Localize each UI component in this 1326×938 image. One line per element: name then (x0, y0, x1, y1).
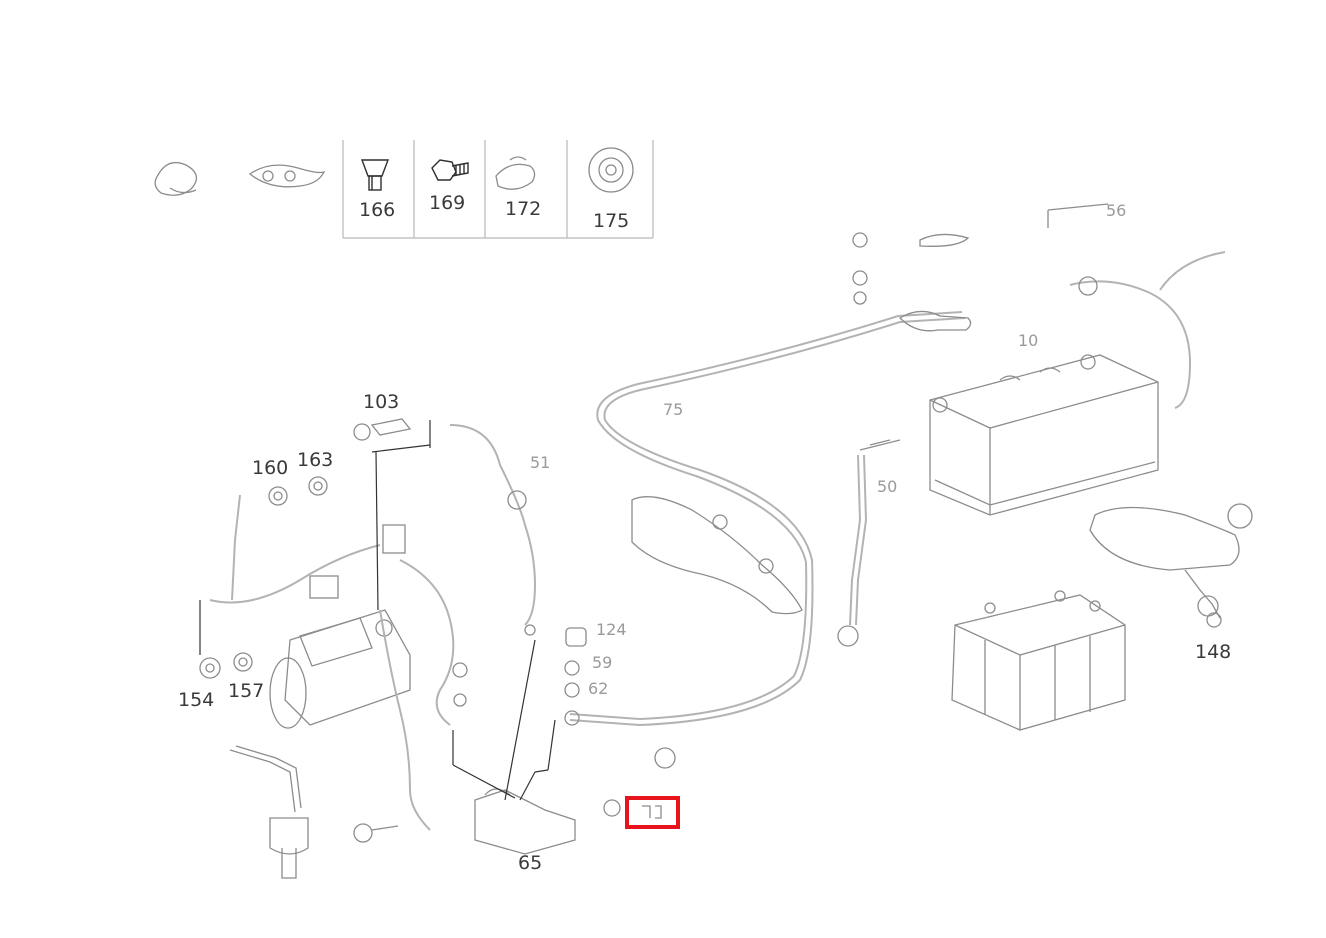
starter-relay-right: 148 (1089, 503, 1253, 663)
label-103: 103 (363, 391, 399, 413)
battery-assembly: 10 (929, 331, 1159, 516)
nuts-154-157: 154 157 (178, 600, 264, 711)
label-124: 124 (596, 620, 627, 639)
strip-label-172: 172 (505, 198, 541, 220)
label-62: 62 (588, 679, 608, 698)
strip-label-175: 175 (593, 210, 629, 232)
ground-cable-right: 56 (1047, 201, 1226, 409)
label-160: 160 (252, 457, 288, 479)
terminal-block-65: 65 (452, 639, 576, 874)
label-56: 56 (1106, 201, 1126, 220)
highlighted-part-callout[interactable] (625, 796, 680, 829)
bolt-part-169 (431, 159, 469, 181)
wire-harness-clip-part (248, 164, 326, 188)
label-10: 10 (1018, 331, 1038, 350)
rivet-part-166 (360, 159, 390, 191)
strip-label-169: 169 (429, 192, 465, 214)
harness-left (209, 424, 537, 831)
label-59: 59 (592, 653, 612, 672)
top-parts-strip: 166 169 172 175 (154, 140, 654, 239)
main-battery-cable: 75 (569, 310, 972, 727)
label-65: 65 (518, 852, 542, 874)
grommet-part-175 (588, 147, 634, 193)
clip-part-172 (495, 156, 536, 190)
label-51: 51 (530, 453, 550, 472)
label-50: 50 (877, 477, 897, 496)
starter-motor (269, 609, 411, 729)
label-148: 148 (1195, 641, 1231, 663)
strip-label-166: 166 (359, 199, 395, 221)
small-parts-center: 124 59 62 51 50 (452, 453, 897, 817)
connector-103: 103 (353, 391, 431, 611)
nuts-160-163: 160 163 (252, 449, 333, 506)
fuse-box-center (631, 496, 803, 615)
cable-lug-top (852, 232, 970, 305)
label-75: 75 (663, 400, 683, 419)
label-163: 163 (297, 449, 333, 471)
glow-plug-relay-bottom-left (229, 745, 399, 879)
positive-cable-vertical (837, 439, 901, 647)
cable-clip-part (154, 161, 198, 196)
battery-tray (951, 590, 1126, 731)
label-154: 154 (178, 689, 214, 711)
label-157: 157 (228, 680, 264, 702)
